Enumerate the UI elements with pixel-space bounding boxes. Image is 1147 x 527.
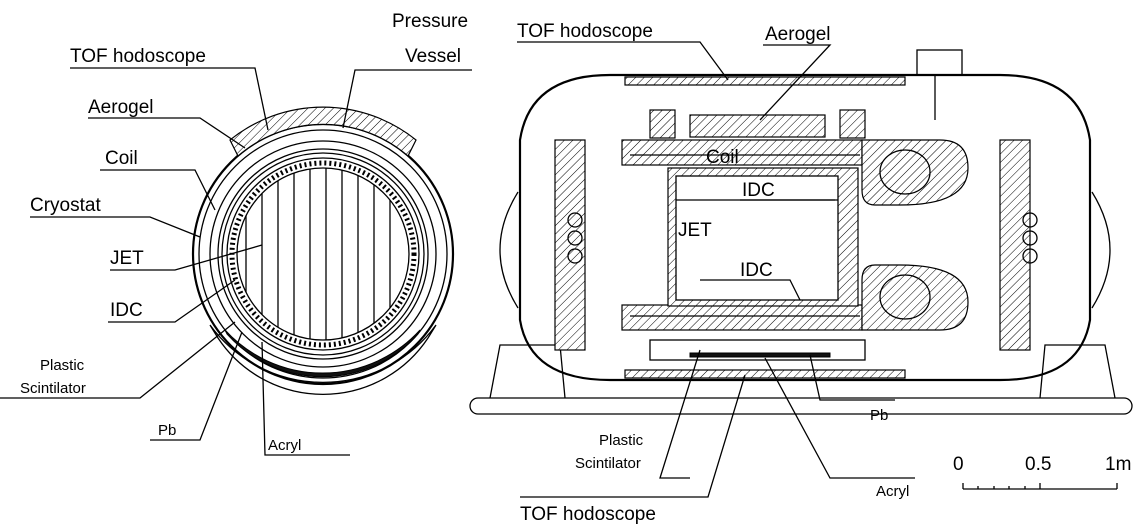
label-idc: IDC (110, 300, 143, 321)
left-port-2 (567, 230, 583, 246)
tof-ring (198, 129, 448, 379)
leader-side-aerogel (759, 44, 832, 121)
scale-tick-end: 1m (1105, 454, 1131, 475)
leader-plastic (0, 321, 236, 399)
leader-idc (108, 279, 236, 323)
plastic-bottom (649, 339, 866, 361)
label-vessel: Vessel (405, 46, 461, 67)
label-tof-hodoscope: TOF hodoscope (70, 46, 206, 67)
leader-side-acryl (764, 357, 915, 479)
leader-aerogel (88, 117, 246, 149)
cryo-hole-upper (879, 149, 931, 195)
label-jet: JET (110, 248, 144, 269)
top-port (916, 49, 963, 76)
tof-bottom-bar (624, 369, 906, 379)
leader-pb (150, 331, 243, 441)
right-port-2 (1022, 230, 1038, 246)
leader-side-plastic (659, 349, 701, 479)
leader-jet (110, 244, 263, 271)
label-side-tof-top: TOF hodoscope (517, 21, 653, 42)
cryostat-return-upper (861, 139, 969, 206)
label-scintilator: Scintilator (20, 380, 86, 397)
left-port-3 (567, 248, 583, 264)
pb-bottom (689, 352, 831, 358)
cryostat-outer (209, 140, 437, 368)
scale-tick-0: 0 (953, 454, 964, 475)
label-side-plastic: Plastic (599, 432, 644, 449)
right-port-1 (1022, 212, 1038, 228)
left-port-1 (567, 212, 583, 228)
idc-ring-inner (236, 167, 410, 341)
aerogel-top (689, 114, 826, 138)
label-aerogel: Aerogel (88, 97, 154, 118)
cryostat-return-lower (861, 264, 969, 331)
label-acryl: Acryl (268, 437, 301, 454)
idc-ring-mid (229, 160, 417, 348)
right-support (1039, 344, 1116, 399)
plastic-scintilator-block (209, 324, 437, 395)
base-stand (469, 397, 1133, 415)
label-pb: Pb (158, 422, 176, 439)
coil-inner (221, 152, 425, 356)
label-plastic: Plastic (40, 357, 85, 374)
label-side-coil: Coil (706, 147, 739, 168)
side-view: TOF hodoscope Aerogel Coil IDC JET IDC P… (469, 21, 1133, 525)
label-side-idc-top: IDC (742, 180, 775, 201)
pb-layer (224, 329, 421, 378)
label-pressure: Pressure (392, 11, 468, 32)
aerogel-right-slant (839, 109, 866, 139)
aerogel-left-slant (649, 109, 676, 139)
right-yoke (999, 139, 1031, 351)
right-port-3 (1022, 248, 1038, 264)
aerogel-block (229, 106, 417, 157)
leader-coil (100, 169, 216, 211)
label-side-idc-bottom: IDC (740, 260, 773, 281)
coil-outer (217, 148, 429, 360)
label-side-pb: Pb (870, 407, 888, 424)
left-end-cap (499, 191, 519, 309)
leader-tof (70, 67, 269, 131)
end-view: Pressure Vessel TOF hodoscope Aerogel Co… (0, 11, 472, 456)
label-side-tof-bottom: TOF hodoscope (520, 504, 656, 525)
cryostat-bottom (621, 304, 863, 331)
label-cryostat: Cryostat (30, 195, 101, 216)
leader-side-tof-top (517, 41, 729, 81)
cryo-hole-lower (879, 274, 931, 320)
leader-side-tof-bottom (520, 374, 746, 498)
scale-bar: 0 0.5 1m (953, 454, 1131, 490)
left-yoke (554, 139, 586, 351)
label-side-scintilator: Scintilator (575, 455, 641, 472)
tof-top-bar (624, 76, 906, 86)
label-side-acryl: Acryl (876, 483, 909, 500)
left-support (489, 344, 566, 399)
label-coil: Coil (105, 148, 138, 169)
pressure-vessel-body (518, 73, 1092, 382)
idc-ring-outer (226, 157, 420, 351)
label-side-aerogel: Aerogel (765, 24, 831, 45)
label-side-jet: JET (678, 220, 712, 241)
jet-volume (675, 175, 839, 301)
leader-acryl (261, 341, 350, 456)
right-end-cap (1091, 191, 1111, 309)
leader-side-idc-bottom (700, 279, 801, 301)
leader-cryostat (30, 216, 201, 238)
leader-side-pb (809, 354, 895, 401)
cryostat-top (621, 139, 863, 166)
leader-pressure (342, 69, 472, 129)
scale-tick-mid: 0.5 (1025, 454, 1051, 475)
